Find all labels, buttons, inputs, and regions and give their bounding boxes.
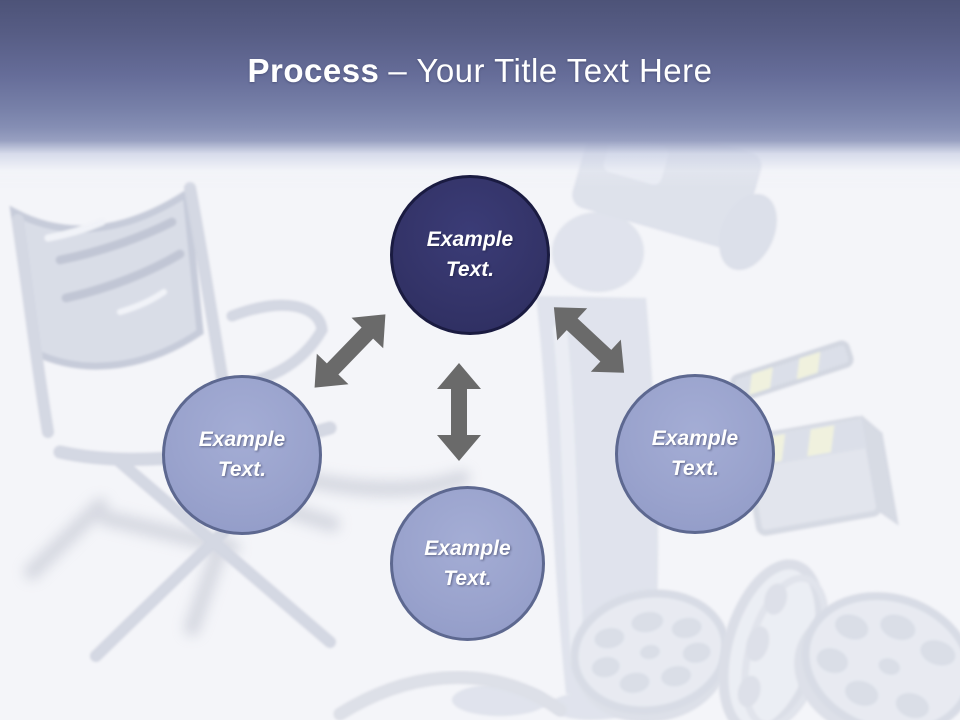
node-label-line1: Example: [651, 427, 739, 450]
diagram-node-right[interactable]: Example Text.: [615, 374, 775, 534]
node-label-line2: Text.: [670, 457, 720, 480]
node-label-line2: Text.: [445, 258, 495, 281]
node-label-line1: Example: [426, 228, 514, 251]
diagram-node-top[interactable]: Example Text.: [390, 175, 550, 335]
film-reel-icon: [794, 592, 960, 720]
slide-title[interactable]: Process– Your Title Text Here: [0, 0, 960, 90]
diagram-node-bottom[interactable]: Example Text.: [390, 486, 545, 641]
film-reel-icon: [570, 589, 730, 720]
node-label-line2: Text.: [443, 566, 492, 590]
title-keyword: Process: [247, 52, 380, 89]
diagram-node-left[interactable]: Example Text.: [162, 375, 322, 535]
node-label-line2: Text.: [217, 458, 267, 481]
film-strip-icon: [333, 671, 567, 720]
title-text: – Your Title Text Here: [388, 52, 713, 89]
node-label-line1: Example: [198, 428, 286, 451]
node-label-line1: Example: [424, 536, 511, 560]
